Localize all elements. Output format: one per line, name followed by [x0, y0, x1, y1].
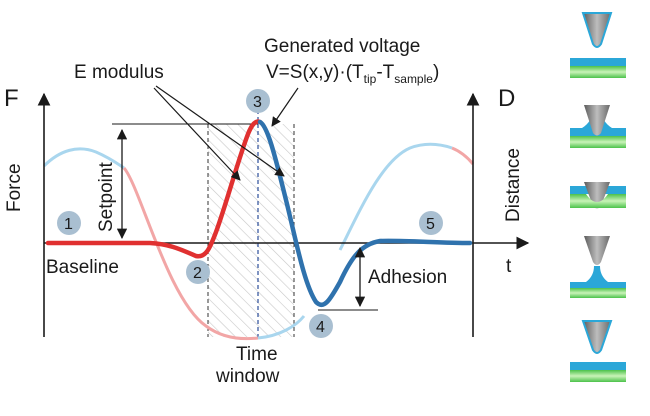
distance-curve-light-right — [338, 142, 453, 251]
tip-stage-4-illustration — [570, 236, 626, 298]
marker-5: 5 — [419, 211, 443, 235]
e-modulus-label: E modulus — [74, 62, 164, 83]
distance-curve-light-lower — [257, 315, 306, 340]
svg-text:5: 5 — [426, 216, 435, 233]
force-axis-letter: F — [4, 85, 19, 112]
marker-4: 4 — [309, 314, 333, 338]
marker-2: 2 — [186, 260, 210, 284]
marker-3: 3 — [246, 89, 270, 113]
tip-stage-1-illustration — [570, 12, 626, 78]
distance-axis-title: Distance — [503, 148, 524, 222]
tip-stage-3-illustration — [570, 182, 626, 209]
setpoint-label: Setpoint — [96, 162, 117, 232]
time-window-region — [208, 124, 294, 337]
tip-stage-5-illustration — [570, 320, 626, 382]
force-axis-title: Force — [4, 163, 25, 212]
force-curve-light-right — [451, 146, 475, 165]
force-curve-light — [122, 167, 259, 341]
time-window-label-2: window — [215, 366, 280, 387]
svg-text:2: 2 — [193, 265, 202, 282]
tip-stage-2-illustration — [570, 105, 626, 148]
svg-text:3: 3 — [253, 94, 262, 111]
time-window-label-1: Time — [236, 344, 278, 365]
svg-text:1: 1 — [64, 216, 73, 233]
distance-axis-letter: D — [498, 85, 515, 112]
generated-voltage-title: Generated voltage — [264, 36, 420, 57]
adhesion-label: Adhesion — [368, 267, 447, 288]
voltage-arrow — [271, 87, 299, 127]
time-axis-letter: t — [506, 256, 512, 277]
retract-curve — [257, 119, 473, 307]
baseline-label: Baseline — [46, 257, 119, 278]
e-modulus-arrow-1 — [153, 87, 241, 181]
voltage-formula: V=S(x,y)·(Ttip-Tsample) — [266, 62, 439, 86]
e-modulus-arrow-2 — [155, 85, 285, 177]
force-curve — [45, 119, 263, 259]
svg-text:4: 4 — [316, 319, 325, 336]
marker-1: 1 — [57, 211, 81, 235]
